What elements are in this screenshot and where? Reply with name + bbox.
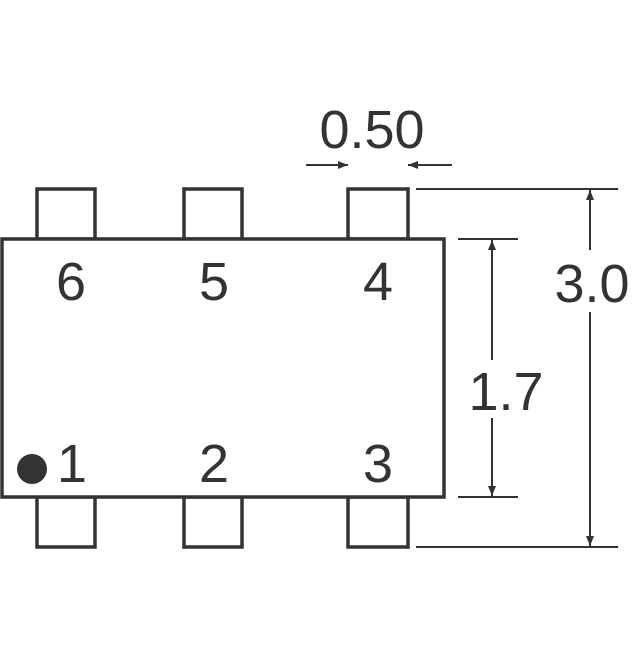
pin1-marker-dot [17,454,47,484]
lead-pin-2 [182,495,244,549]
lead-pin-1 [35,495,97,549]
package-body [0,237,446,499]
dimension-body-height: 1.7 [468,362,543,422]
pin-label-3: 3 [363,434,393,494]
lead-pin-5 [182,187,244,241]
pin-label-2: 2 [199,434,229,494]
lead-pin-6 [35,187,97,241]
dimension-lead-pitch: 0.50 [319,100,424,160]
lead-pin-4 [346,187,410,241]
pin-label-5: 5 [199,252,229,312]
pin-label-4: 4 [363,252,393,312]
pin-label-1: 1 [57,434,87,494]
lead-pin-3 [346,495,410,549]
pin-label-6: 6 [56,252,86,312]
dimension-overall-height: 3.0 [554,254,629,314]
